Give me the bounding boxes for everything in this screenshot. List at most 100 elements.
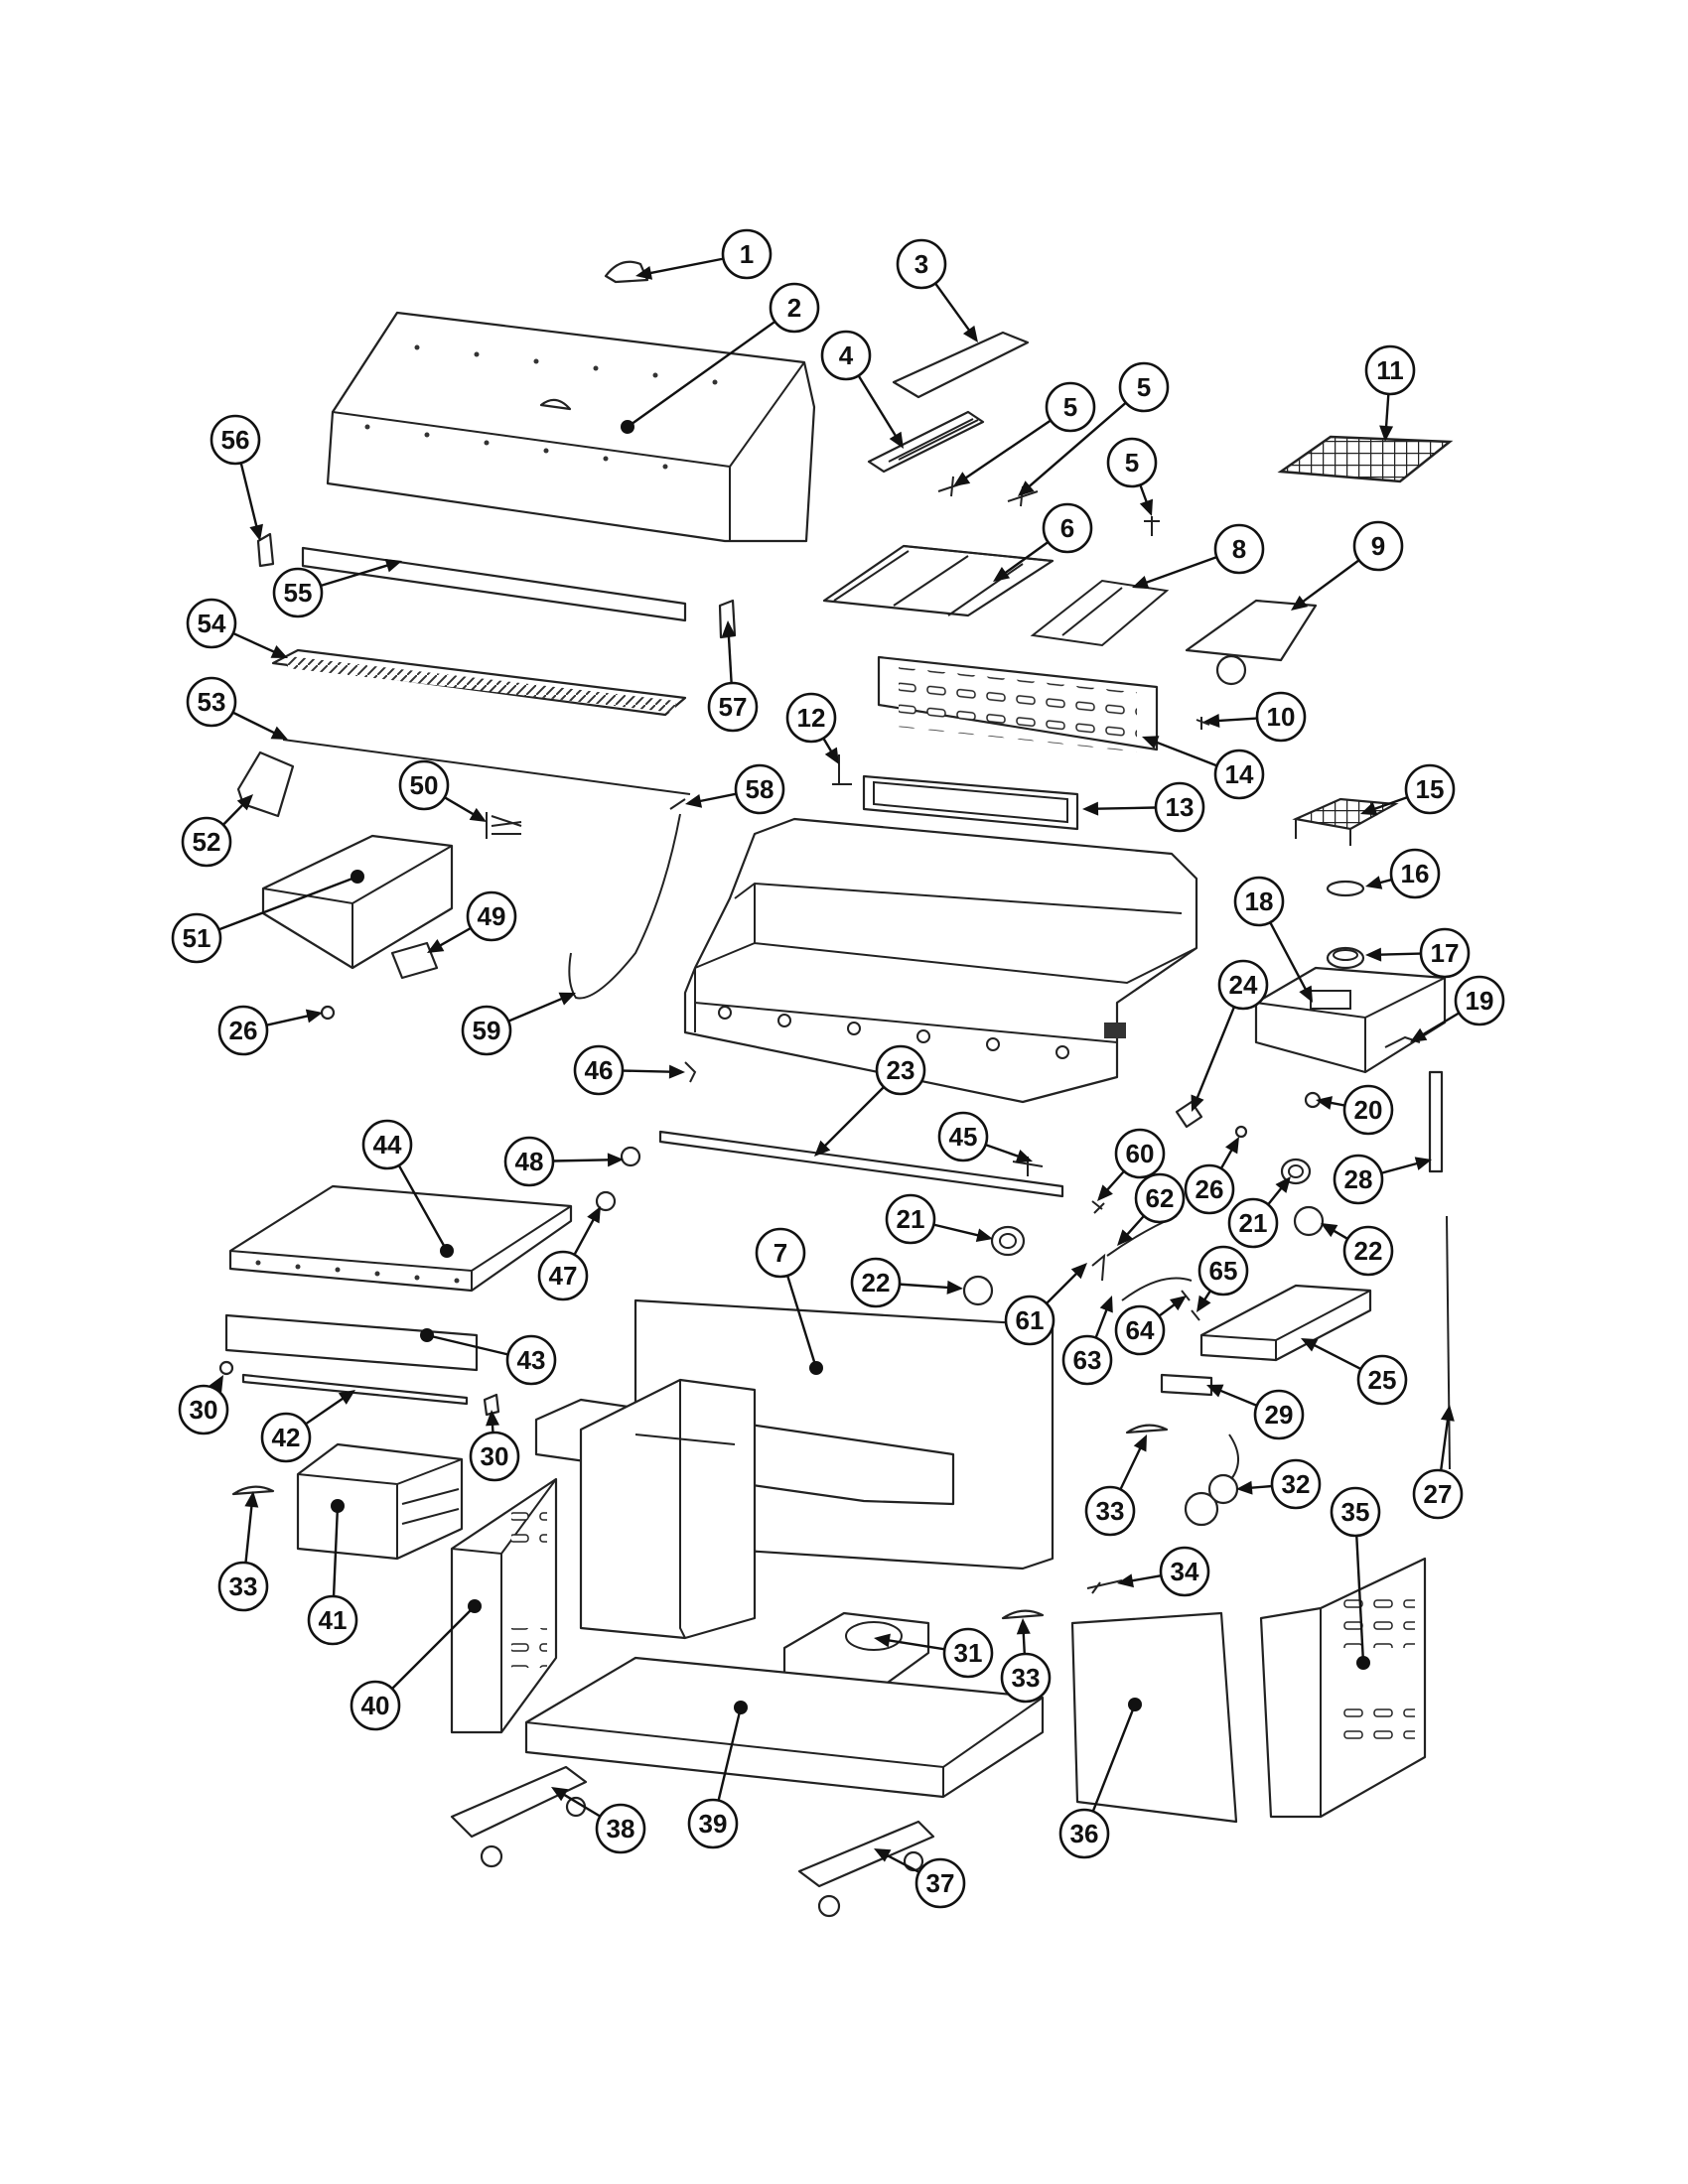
callout-arrowhead bbox=[889, 431, 904, 449]
callout-arrowhead bbox=[249, 523, 263, 541]
callout-arrowhead bbox=[814, 1140, 831, 1157]
callout-circle bbox=[171, 912, 222, 964]
callout-number: 65 bbox=[1209, 1256, 1238, 1286]
callout-c9: 9 bbox=[1291, 520, 1404, 611]
callout-c65: 65 bbox=[1196, 1245, 1249, 1312]
callout-c12: 12 bbox=[785, 692, 839, 764]
callout-number: 48 bbox=[515, 1147, 544, 1176]
callout-circle bbox=[1454, 975, 1505, 1026]
callout-c61: 61 bbox=[1004, 1263, 1087, 1346]
callout-circle bbox=[1159, 1546, 1210, 1597]
callout-leader bbox=[1095, 806, 1157, 810]
callout-leader bbox=[1329, 1101, 1345, 1107]
lid-badge-part bbox=[604, 260, 649, 284]
callout-c8: 8 bbox=[1132, 523, 1265, 590]
callout-leader bbox=[1380, 1161, 1419, 1174]
callout-number: 5 bbox=[1063, 392, 1077, 422]
callout-leader bbox=[1158, 1302, 1177, 1317]
callout-arrowhead bbox=[1410, 1027, 1428, 1042]
callout-target-dot bbox=[440, 1244, 454, 1258]
drawer-part bbox=[296, 1442, 464, 1561]
callout-circle bbox=[1213, 749, 1265, 800]
callout-arrowhead bbox=[305, 1009, 323, 1024]
callout-arrowhead bbox=[384, 558, 402, 573]
callout-target-dot bbox=[468, 1599, 482, 1613]
callout-arrowhead bbox=[270, 645, 288, 658]
callout-number: 40 bbox=[361, 1691, 390, 1720]
firebox-part bbox=[683, 817, 1198, 1104]
callout-circle bbox=[1233, 876, 1285, 927]
callout-circle bbox=[1114, 1304, 1166, 1356]
callout-leader bbox=[1139, 484, 1149, 504]
callout-leader bbox=[822, 738, 833, 753]
callout-circle bbox=[1419, 927, 1471, 979]
callout-circle bbox=[1184, 1163, 1235, 1215]
callout-circle bbox=[1106, 437, 1158, 488]
callout-c56: 56 bbox=[210, 414, 263, 541]
callout-circle bbox=[210, 414, 261, 466]
callout-circle bbox=[1270, 1458, 1322, 1510]
callout-arrowhead bbox=[962, 325, 978, 342]
callout-number: 61 bbox=[1016, 1305, 1045, 1335]
countertop-shelf-part bbox=[228, 1184, 573, 1293]
control-panel-bar-part bbox=[832, 754, 1079, 831]
callout-arrowhead bbox=[1132, 575, 1150, 590]
callout-number: 3 bbox=[914, 249, 928, 279]
small-hardware-parts bbox=[595, 1061, 1044, 1212]
callout-c49: 49 bbox=[427, 890, 517, 953]
callout-number: 26 bbox=[1196, 1174, 1224, 1204]
callout-c55: 55 bbox=[272, 558, 402, 618]
callout-circle bbox=[1333, 1154, 1384, 1205]
callout-leader bbox=[426, 1333, 508, 1356]
callout-arrowhead bbox=[685, 793, 703, 808]
callout-number: 10 bbox=[1267, 702, 1296, 732]
callout-number: 33 bbox=[1096, 1496, 1125, 1526]
callout-circle bbox=[1197, 1245, 1249, 1297]
callout-number: 59 bbox=[473, 1016, 501, 1045]
callout-number: 11 bbox=[1376, 355, 1404, 385]
callout-leader bbox=[444, 796, 476, 816]
callout-arrowhead bbox=[993, 566, 1011, 582]
callout-number: 18 bbox=[1245, 887, 1274, 916]
fitting-part bbox=[320, 1005, 1248, 1139]
callout-number: 24 bbox=[1229, 970, 1258, 1000]
front-panel-part bbox=[224, 1313, 479, 1372]
screw-part bbox=[1196, 717, 1210, 730]
callout-circle bbox=[1058, 1808, 1110, 1859]
callout-c58: 58 bbox=[685, 763, 785, 815]
callout-arrowhead bbox=[1225, 1137, 1239, 1155]
callout-c30a: 30 bbox=[178, 1375, 229, 1435]
callout-number: 30 bbox=[190, 1395, 218, 1425]
callout-number: 62 bbox=[1146, 1183, 1175, 1213]
callout-arrowhead bbox=[1236, 1480, 1253, 1495]
callout-arrowhead bbox=[551, 1787, 569, 1802]
callout-arrowhead bbox=[1414, 1157, 1432, 1170]
callout-arrowhead bbox=[1015, 1150, 1033, 1163]
callout-target-dot bbox=[1128, 1698, 1142, 1711]
callout-target-dot bbox=[734, 1701, 748, 1714]
callout-arrowhead bbox=[236, 794, 253, 811]
rotisserie-burner-part bbox=[1185, 599, 1318, 686]
side-tray-part bbox=[1199, 1284, 1372, 1362]
callout-leader bbox=[1267, 1186, 1284, 1206]
callout-arrowhead bbox=[1196, 1295, 1211, 1312]
callout-circle bbox=[942, 1627, 994, 1679]
callout-c14: 14 bbox=[1142, 736, 1265, 800]
callout-circle bbox=[260, 1412, 312, 1463]
callout-arrowhead bbox=[587, 1206, 601, 1224]
callout-c53: 53 bbox=[186, 676, 288, 740]
callout-c60: 60 bbox=[1097, 1128, 1166, 1201]
callout-target-dot bbox=[331, 1499, 345, 1513]
callout-circle bbox=[217, 1005, 269, 1056]
leveler-foot-parts bbox=[231, 1424, 1169, 1620]
callout-leader bbox=[698, 792, 737, 803]
callout-number: 17 bbox=[1431, 938, 1460, 968]
callout-leader bbox=[332, 1505, 340, 1597]
callout-leader bbox=[232, 631, 276, 654]
callout-circle bbox=[875, 1044, 926, 1096]
callout-number: 41 bbox=[319, 1605, 348, 1635]
callout-c41: 41 bbox=[307, 1499, 358, 1646]
callout-number: 13 bbox=[1166, 792, 1195, 822]
callout-number: 46 bbox=[585, 1055, 614, 1085]
